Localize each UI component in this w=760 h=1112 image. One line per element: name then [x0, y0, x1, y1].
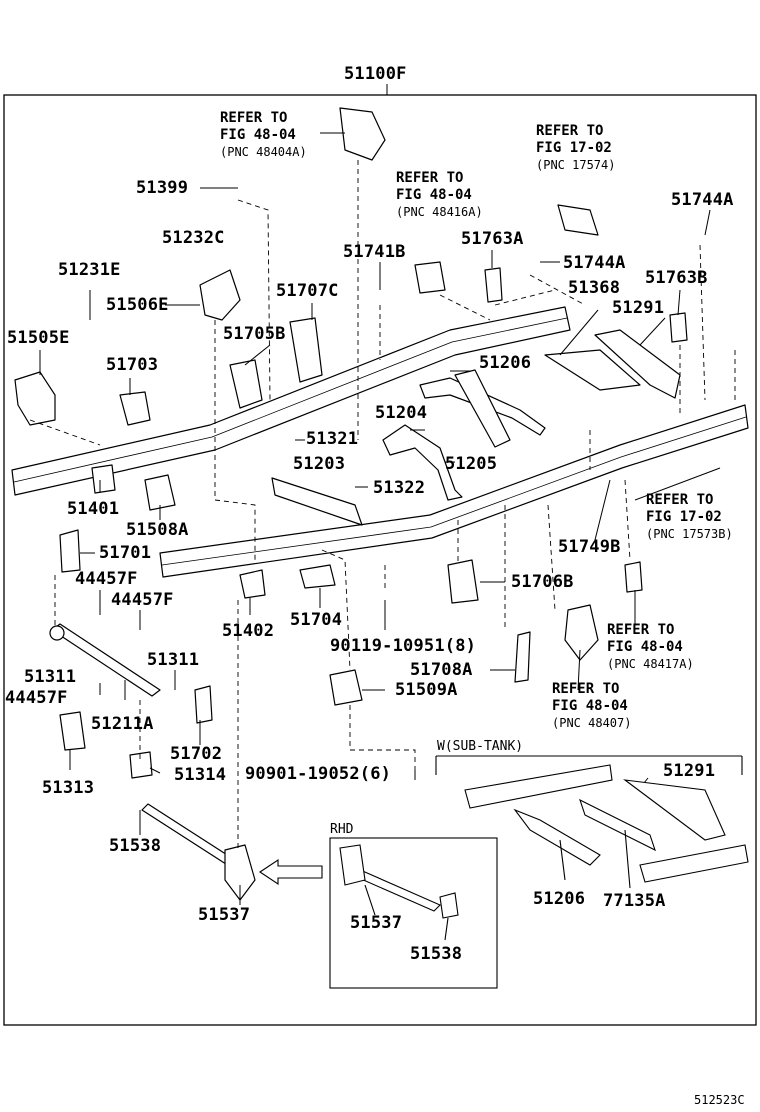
- part-label: 51206: [479, 353, 532, 373]
- part-label: 51741B: [343, 242, 406, 262]
- part-label: 44457F: [111, 590, 174, 610]
- part-label: 51509A: [395, 680, 458, 700]
- part-label: 51538: [410, 944, 463, 964]
- part-label: 51706B: [511, 572, 574, 592]
- part-label: 51203: [293, 454, 346, 474]
- part-label: 51707C: [276, 281, 339, 301]
- part-label: 51291: [663, 761, 716, 781]
- part-label: 51211A: [91, 714, 154, 734]
- part-label: 44457F: [5, 688, 68, 708]
- bracket-51506E: [199, 269, 241, 321]
- section-label-subtank: W(SUB-TANK): [437, 739, 524, 754]
- rhd-box: [329, 837, 498, 989]
- bracket-51703: [119, 391, 151, 426]
- part-label: 51321: [306, 429, 359, 449]
- part-label: 51206: [533, 889, 586, 909]
- bracket-51402: [239, 569, 266, 599]
- bracket-48404A: [339, 107, 386, 161]
- part-label: 51204: [375, 403, 428, 423]
- part-label: 51291: [612, 298, 665, 318]
- footer-code: 512523C: [694, 1093, 745, 1107]
- part-label: 77135A: [603, 891, 666, 911]
- part-label: 51401: [67, 499, 120, 519]
- part-label: 44457F: [75, 569, 138, 589]
- bracket-51706B: [447, 559, 479, 604]
- bracket-51314: [129, 751, 153, 779]
- part-label: 51314: [174, 765, 227, 785]
- part-label: 51703: [106, 355, 159, 375]
- crossmember-51204: [382, 424, 463, 501]
- crossmember-51203: [271, 477, 363, 526]
- part-label: 51508A: [126, 520, 189, 540]
- bracket-51701: [59, 529, 81, 573]
- part-label: 51744A: [671, 190, 734, 210]
- part-label: 51368: [568, 278, 621, 298]
- part-label: 51322: [373, 478, 426, 498]
- part-label: 51506E: [106, 295, 169, 315]
- part-label: 51205: [445, 454, 498, 474]
- rhd-arrow: [259, 858, 323, 886]
- bracket-51708A: [514, 631, 531, 683]
- part-label: 51231E: [58, 260, 121, 280]
- crossmember-51291: [594, 329, 681, 399]
- bracket-51704: [299, 564, 336, 589]
- part-label: 51701: [99, 543, 152, 563]
- part-label: 51402: [222, 621, 275, 641]
- part-label: 51704: [290, 610, 343, 630]
- torsion-bar-51537: [141, 803, 236, 867]
- bracket-51763B: [669, 312, 688, 343]
- diagram-frame: [3, 94, 757, 1026]
- section-label-rhd: RHD: [330, 822, 354, 837]
- part-label-main: 51100F: [344, 64, 407, 84]
- part-label: 51705B: [223, 324, 286, 344]
- part-label: 51749B: [558, 537, 621, 557]
- bracket-51509A: [329, 669, 363, 706]
- part-label: 51505E: [7, 328, 70, 348]
- bracket-51707C: [289, 317, 323, 383]
- part-label: 51702: [170, 744, 223, 764]
- bracket-51705B: [229, 359, 263, 409]
- bracket-48407: [564, 604, 599, 661]
- part-label: 90901-19052(6): [245, 764, 392, 784]
- part-label: 51399: [136, 178, 189, 198]
- part-label: 90119-10951(8): [330, 636, 477, 656]
- part-label: 51708A: [410, 660, 473, 680]
- crossmember-51368: [544, 349, 641, 391]
- bracket-51401: [91, 464, 116, 494]
- part-label: 51313: [42, 778, 95, 798]
- bracket-51313: [59, 711, 86, 751]
- bracket-51508A: [144, 474, 176, 511]
- subtank-section: [435, 755, 749, 889]
- part-label: 51232C: [162, 228, 225, 248]
- frame-rail-right: [159, 404, 749, 578]
- part-label: 51763B: [645, 268, 708, 288]
- part-label: 51763A: [461, 229, 524, 249]
- part-label: 51311: [147, 650, 200, 670]
- part-label: 51311: [24, 667, 77, 687]
- bracket-51702: [194, 685, 213, 724]
- part-label: 51744A: [563, 253, 626, 273]
- bracket-51763A: [484, 267, 503, 303]
- part-label: 51537: [350, 913, 403, 933]
- part-label: 51538: [109, 836, 162, 856]
- frame-rail-left: [11, 306, 571, 496]
- bracket-51505E: [14, 371, 56, 426]
- part-label: 51537: [198, 905, 251, 925]
